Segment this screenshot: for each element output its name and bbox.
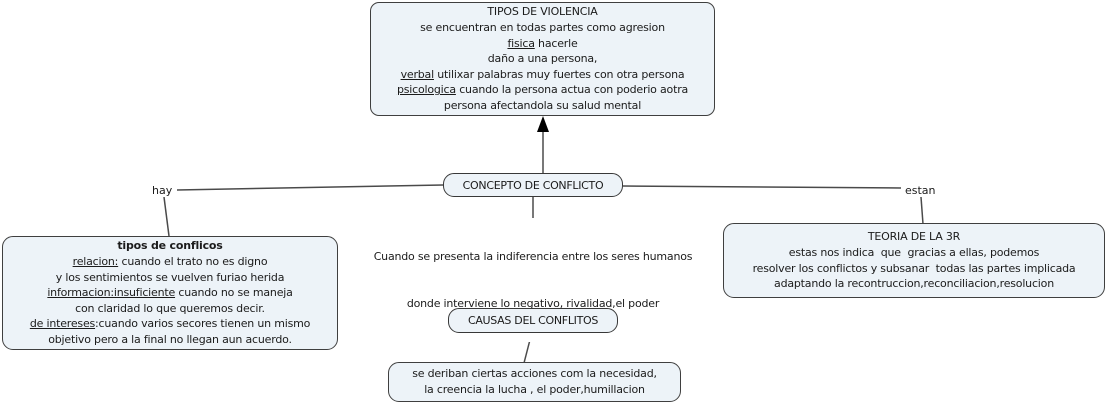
node-title: tipos de conflicos [117,239,223,253]
text-line: resolver los conflictos y subsanar todas… [752,261,1076,275]
arrowhead-up-icon [537,116,549,132]
node-tipos-de-violencia[interactable]: TIPOS DE VIOLENCIA se encuentran en toda… [370,2,715,116]
text-line: persona afectandola su salud mental [443,98,642,112]
text-line: daño a una persona, [487,52,598,66]
text-line: psicologica cuando la persona actua con … [371,82,714,98]
text-line: Cuando se presenta la indiferencia entre… [373,250,693,263]
underlined-term: relacion: [72,255,119,269]
text-line: la creencia la lucha , el poder,humillac… [424,383,645,396]
text-segment: hacerle [534,36,578,50]
underlined-term: de intereses [29,317,96,331]
text-line: relacion: cuando el trato no es digno [3,254,337,270]
text-segment: :cuando varios secores tienen un mismo [95,317,311,331]
text-line: adaptando la recontruccion,reconciliacio… [774,277,1054,291]
text-line: donde interviene lo negativo, rivalidad,… [406,296,660,310]
text-line: se deriban ciertas acciones com la neces… [412,367,657,381]
text-line: estas nos indica que gracias a ellas, po… [788,245,1040,259]
link-label-estan: estan [903,184,938,197]
text-line: se encuentran en todas partes como agres… [420,21,665,35]
link-label-hay: hay [150,184,175,197]
underlined-term: verbal [400,67,435,81]
text-line: verbal utilixar palabras muy fuertes con… [371,67,714,83]
connector-concept-to-hay [176,184,444,191]
node-causas-detail[interactable]: se deriban ciertas acciones com la neces… [388,362,681,402]
text-line: fisica hacerle [371,36,714,52]
node-title: TEORIA DE LA 3R [867,230,961,244]
text-segment: cuando la persona actua con poderio aotr… [455,83,689,97]
connector-hay-to-conflict-types [163,196,170,237]
underlined-term: psicologica [396,83,456,97]
node-title: TIPOS DE VIOLENCIA [487,5,598,19]
connector-concept-to-estan [622,185,902,189]
node-teoria-de-la-3r[interactable]: TEORIA DE LA 3R estas nos indica que gra… [723,223,1105,298]
node-causas-del-conflitos[interactable]: CAUSAS DEL CONFLITOS [448,308,618,333]
node-label: CAUSAS DEL CONFLITOS [467,314,599,327]
text-segment: cuando no se maneja [175,286,293,300]
text-segment: cuando el trato no es digno [118,255,268,269]
node-tipos-de-conflicos[interactable]: tipos de conflicos relacion: cuando el t… [2,236,338,350]
underlined-term: fisica [507,36,535,50]
text-line: objetivo pero a la final no llegan aun a… [48,332,292,346]
text-segment: utilixar palabras muy fuertes con otra p… [433,67,685,81]
text-line: con claridad lo que queremos decir. [75,301,265,315]
node-concepto-de-conflicto[interactable]: CONCEPTO DE CONFLICTO [443,173,623,197]
underlined-term: informacion:insuficiente [47,286,176,300]
text-line: informacion:insuficiente cuando no se ma… [3,285,337,301]
connector-estan-to-theory [920,196,924,225]
text-line: de intereses:cuando varios secores tiene… [3,316,337,332]
text-line: y los sentimientos se vuelven furiao her… [55,270,285,284]
node-label: CONCEPTO DE CONFLICTO [462,178,604,192]
